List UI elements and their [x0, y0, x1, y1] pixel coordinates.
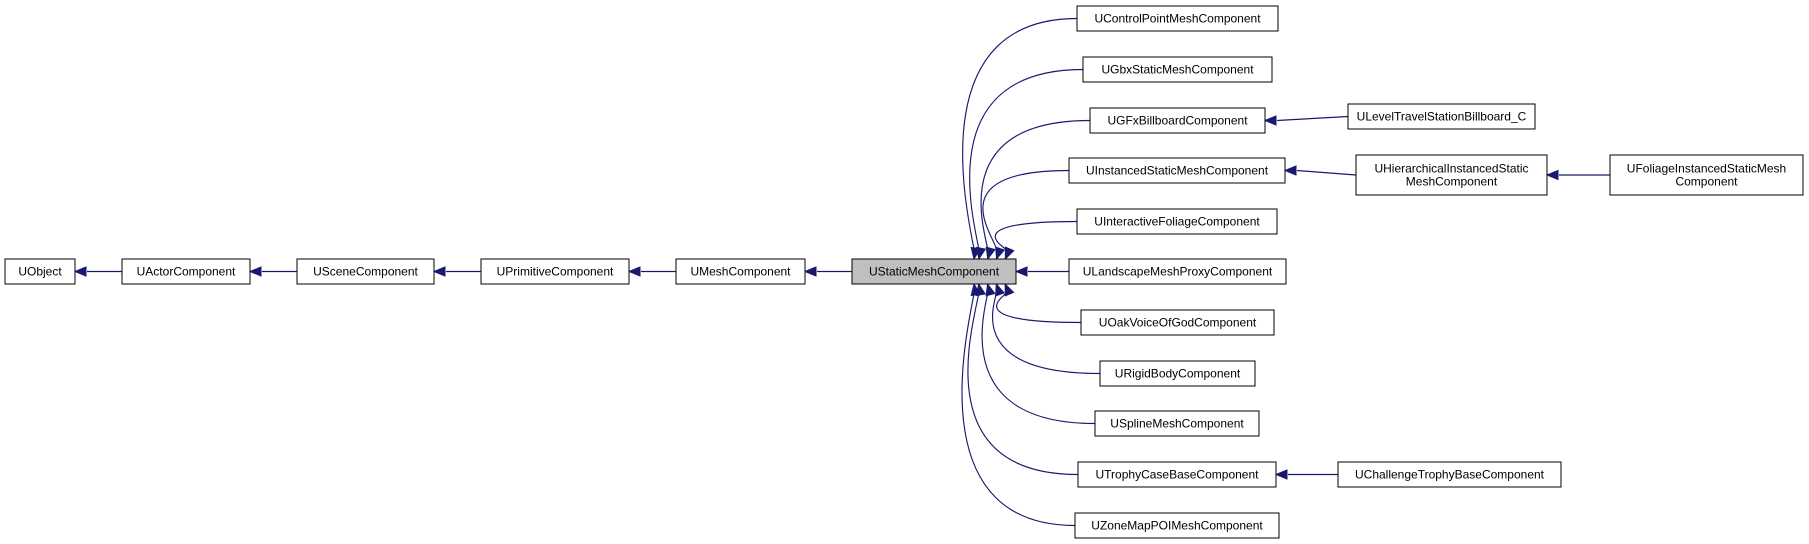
class-node-label: UGFxBillboardComponent	[1107, 114, 1248, 128]
class-node-label: UActorComponent	[137, 265, 236, 279]
class-node-zonemap[interactable]: UZoneMapPOIMeshComponent	[1074, 512, 1280, 539]
class-node-box	[1347, 103, 1536, 130]
edges-layer	[73, 17, 1610, 527]
class-node-box	[1355, 154, 1548, 196]
inheritance-edge	[962, 17, 1078, 250]
nodes-layer: UObject UActorComponent USceneComponent UPr…	[4, 5, 1804, 539]
class-node-label: UPrimitiveComponent	[497, 265, 614, 279]
class-node-oak[interactable]: UOakVoiceOfGodComponent	[1080, 309, 1275, 336]
class-node-box	[1068, 157, 1286, 184]
arrowhead	[975, 246, 987, 261]
class-node-label: UZoneMapPOIMeshComponent	[1091, 519, 1263, 533]
class-node-label: UHierarchicalInstancedStatic	[1374, 162, 1528, 176]
class-node-box	[1077, 461, 1277, 488]
class-node-box	[675, 258, 806, 285]
class-node-box	[1089, 107, 1266, 134]
class-node-rigid[interactable]: URigidBodyComponent	[1099, 360, 1256, 387]
arrowhead	[995, 282, 1005, 297]
class-node-label: UStaticMeshComponent	[869, 265, 1000, 279]
class-node-label: USplineMeshComponent	[1110, 417, 1244, 431]
class-node-challenge[interactable]: UChallengeTrophyBaseComponent	[1337, 461, 1562, 488]
inheritance-edge	[1296, 169, 1357, 176]
class-node-box	[1094, 410, 1260, 437]
arrowhead	[73, 266, 87, 277]
arrowhead	[1283, 165, 1297, 176]
class-node-label: ULandscapeMeshProxyComponent	[1083, 265, 1273, 279]
class-node-label: UChallengeTrophyBaseComponent	[1355, 468, 1545, 482]
inheritance-edge	[969, 68, 1084, 250]
class-node-uobject[interactable]: UObject	[4, 258, 76, 285]
class-node-box	[1337, 461, 1562, 488]
class-node-gfx[interactable]: UGFxBillboardComponent	[1089, 107, 1266, 134]
class-node-label: UInstancedStaticMeshComponent	[1086, 164, 1269, 178]
arrowhead	[803, 266, 817, 277]
class-node-hierarchical[interactable]: UHierarchicalInstancedStaticMeshComponen…	[1355, 154, 1548, 196]
class-node-instanced[interactable]: UInstancedStaticMeshComponent	[1068, 157, 1286, 184]
class-node-label: MeshComponent	[1406, 175, 1498, 189]
arrowhead	[1004, 246, 1015, 261]
class-node-label: UGbxStaticMeshComponent	[1101, 63, 1254, 77]
class-node-gbx[interactable]: UGbxStaticMeshComponent	[1082, 56, 1273, 83]
class-node-actor[interactable]: UActorComponent	[121, 258, 251, 285]
class-node-label: ULevelTravelStationBillboard_C	[1357, 110, 1527, 124]
class-node-label: UControlPointMeshComponent	[1094, 12, 1261, 26]
inheritance-edge	[967, 293, 1079, 476]
arrowhead	[432, 266, 446, 277]
arrowhead	[970, 282, 981, 297]
class-node-static[interactable]: UStaticMeshComponent	[851, 258, 1017, 285]
class-node-label: UMeshComponent	[690, 265, 791, 279]
class-node-box	[4, 258, 76, 285]
arrowhead	[1014, 266, 1028, 277]
class-node-landscape[interactable]: ULandscapeMeshProxyComponent	[1068, 258, 1287, 285]
arrowhead	[1274, 469, 1288, 480]
class-node-label: USceneComponent	[313, 265, 418, 279]
class-node-label: UOakVoiceOfGodComponent	[1099, 316, 1257, 330]
arrowhead	[1004, 282, 1015, 297]
class-node-box	[1082, 56, 1273, 83]
inheritance-edge	[1276, 115, 1349, 122]
class-node-box	[1076, 208, 1278, 235]
arrowhead	[1263, 115, 1277, 126]
arrowhead	[627, 266, 641, 277]
inheritance-edge	[961, 293, 1076, 527]
class-node-box	[1076, 5, 1279, 32]
inheritance-edge	[994, 220, 1078, 250]
inheritance-edge	[980, 119, 1091, 250]
class-node-label: URigidBodyComponent	[1115, 367, 1241, 381]
class-node-scene[interactable]: USceneComponent	[296, 258, 435, 285]
class-node-box	[1609, 154, 1804, 196]
inheritance-edge	[981, 293, 1096, 425]
class-node-mesh[interactable]: UMeshComponent	[675, 258, 806, 285]
class-node-box	[1099, 360, 1256, 387]
inheritance-edge	[982, 169, 1070, 250]
class-node-box	[851, 258, 1017, 285]
inheritance-edge	[991, 293, 1101, 375]
class-node-box	[480, 258, 630, 285]
class-node-box	[121, 258, 251, 285]
class-node-box	[1074, 512, 1280, 539]
class-node-box	[1068, 258, 1287, 285]
arrowhead	[985, 282, 996, 297]
class-node-label: UFoliageInstancedStaticMesh	[1627, 162, 1786, 176]
class-node-label: UInteractiveFoliageComponent	[1094, 215, 1260, 229]
arrowhead	[985, 246, 996, 261]
class-node-interactive[interactable]: UInteractiveFoliageComponent	[1076, 208, 1278, 235]
arrowhead	[248, 266, 262, 277]
class-node-spline[interactable]: USplineMeshComponent	[1094, 410, 1260, 437]
class-node-leveltravel[interactable]: ULevelTravelStationBillboard_C	[1347, 103, 1536, 130]
arrowhead	[995, 246, 1006, 261]
class-node-box	[296, 258, 435, 285]
class-node-label: UTrophyCaseBaseComponent	[1096, 468, 1260, 482]
class-node-trophycase[interactable]: UTrophyCaseBaseComponent	[1077, 461, 1277, 488]
class-node-primitive[interactable]: UPrimitiveComponent	[480, 258, 630, 285]
class-node-box	[1080, 309, 1275, 336]
class-node-controlpoint[interactable]: UControlPointMeshComponent	[1076, 5, 1279, 32]
class-node-label: UObject	[18, 265, 62, 279]
class-node-label: Component	[1675, 175, 1738, 189]
inheritance-edge	[996, 293, 1082, 324]
arrowhead	[1545, 169, 1559, 181]
